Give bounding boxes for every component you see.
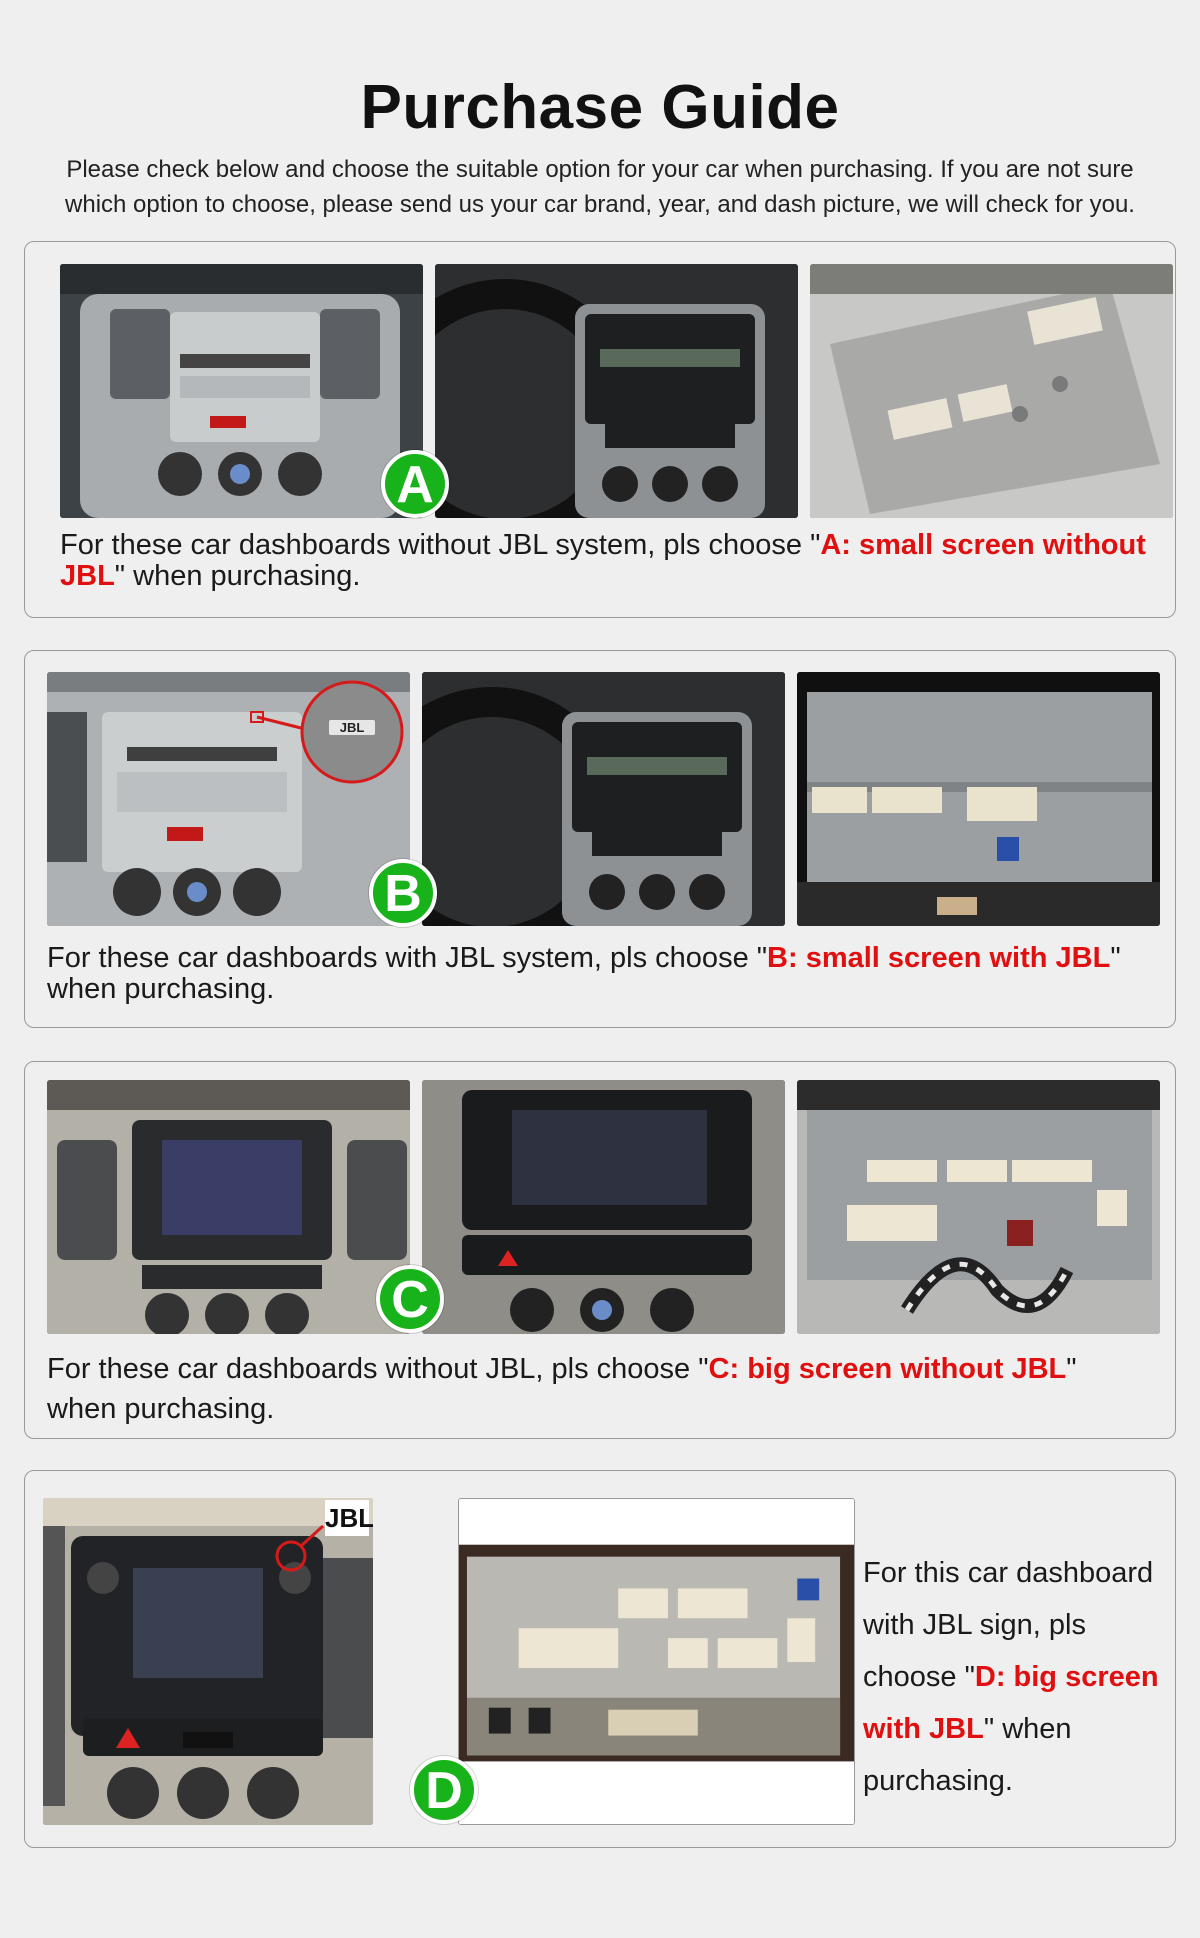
section-a-option-label: A: small screen without JBL: [60, 529, 1146, 592]
section-b-description: For these car dashboards with JBL system…: [47, 943, 1147, 1005]
section-b-text-after: " when purchasing.: [47, 942, 1121, 1005]
jbl-sign-label: JBL: [325, 1500, 373, 1536]
section-c-option-label: C: big screen without JBL: [708, 1353, 1067, 1385]
dashboard-photo-a1: [60, 264, 423, 518]
option-badge-a: A: [381, 450, 449, 518]
section-d-option-label: D: big screen with JBL: [863, 1661, 1159, 1745]
dashboard-photo-d1: JBL: [43, 1498, 373, 1825]
radio-back-photo-d2: [458, 1498, 855, 1825]
dashboard-photo-b2: [422, 672, 785, 926]
dashboard-photo-b1: JBL: [47, 672, 410, 926]
section-a-description: For these car dashboards without JBL sys…: [60, 530, 1150, 592]
radio-back-photo-b3: [797, 672, 1160, 926]
dashboard-photo-c2: [422, 1080, 785, 1334]
section-c-text-after: " when purchasing.: [47, 1353, 1077, 1425]
option-badge-d: D: [410, 1756, 478, 1824]
section-d-description: For this car dashboard with JBL sign, pl…: [863, 1547, 1173, 1807]
section-a-card: A For these car dashboards without JBL s…: [24, 241, 1176, 618]
radio-back-photo-c3: [797, 1080, 1160, 1334]
dashboard-photo-c1: [47, 1080, 410, 1334]
section-a-text-before: For these car dashboards without JBL sys…: [60, 529, 821, 561]
option-badge-c: C: [376, 1265, 444, 1333]
section-a-text-after: " when purchasing.: [114, 560, 361, 592]
section-c-text-before: For these car dashboards without JBL, pl…: [47, 1353, 709, 1385]
section-b-option-label: B: small screen with JBL: [767, 942, 1111, 974]
section-d-card: JBL D For this car dashboard with JBL si…: [24, 1470, 1176, 1848]
option-badge-b: B: [369, 859, 437, 927]
section-c-description: For these car dashboards without JBL, pl…: [47, 1349, 1147, 1429]
section-b-card: JBL B For these car dashboards: [24, 650, 1176, 1028]
section-c-card: C For these car dashboards without JBL, …: [24, 1061, 1176, 1439]
section-d-text-before: For this car dashboard with JBL sign, pl…: [863, 1557, 1154, 1693]
section-b-text-before: For these car dashboards with JBL system…: [47, 942, 768, 974]
radio-back-photo-a3: [810, 264, 1173, 518]
intro-text: Please check below and choose the suitab…: [65, 156, 1135, 218]
page-title: Purchase Guide: [360, 73, 840, 142]
section-d-text-after: " when purchasing.: [863, 1713, 1072, 1797]
jbl-callout-label: JBL: [329, 720, 375, 735]
dashboard-photo-a2: [435, 264, 798, 518]
